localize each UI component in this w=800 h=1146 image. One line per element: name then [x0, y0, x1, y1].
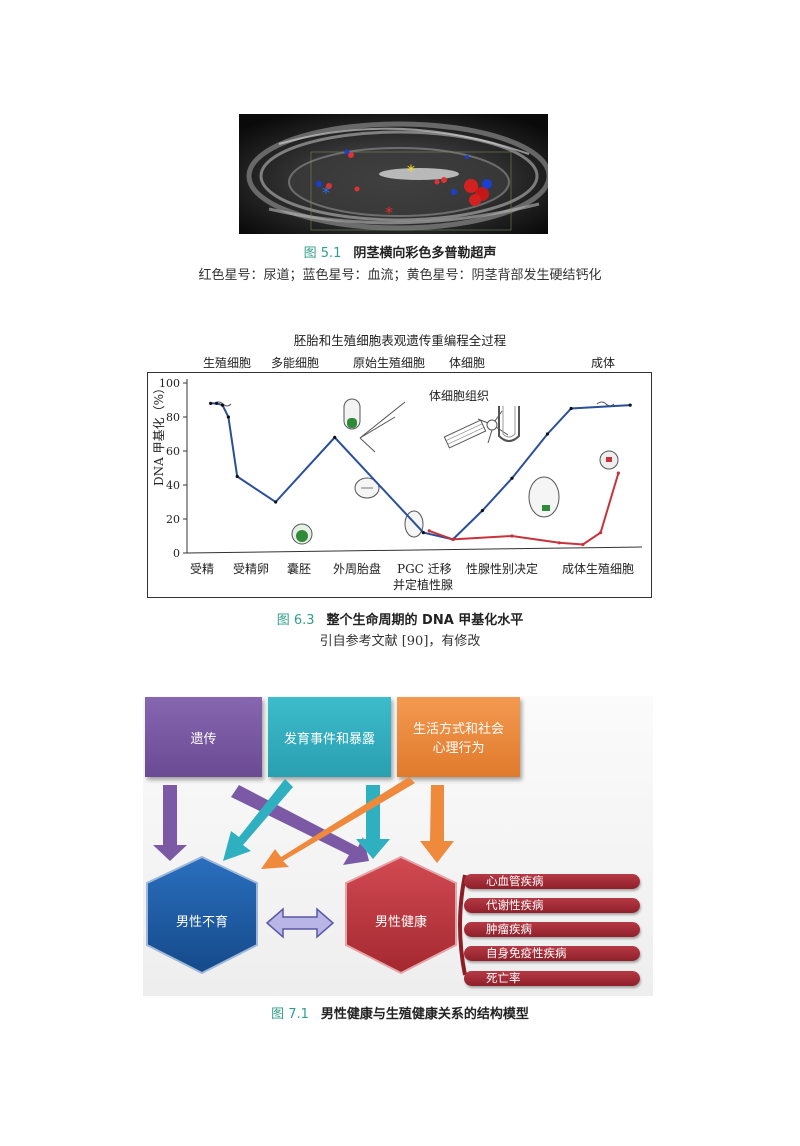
stage-label-pgc: 原始生殖细胞: [353, 354, 425, 371]
adult-germ-cell-icon: [600, 451, 618, 469]
data-point: [558, 541, 561, 544]
x-label-adult-germ: 成体生殖细胞: [562, 560, 634, 577]
data-point: [428, 529, 431, 532]
x-label-zygote: 受精卵: [233, 560, 269, 577]
data-point: [481, 509, 484, 512]
data-point: [599, 531, 602, 534]
data-point: [581, 543, 584, 546]
outcome-mortality: 死亡率: [464, 971, 640, 986]
data-point: [546, 432, 549, 435]
figure-5-1-legend: 红色星号：尿道；蓝色星号：血流；黄色星号：阴茎背部发生硬结钙化: [0, 264, 800, 283]
y-tick-label: 20: [166, 513, 180, 526]
outcome-cardiovascular: 心血管疾病: [464, 874, 640, 889]
muscle-tissue-icon: [444, 420, 485, 448]
outcome-metabolic: 代谢性疾病: [464, 898, 640, 913]
figure-6-3-caption: 图 6.3 整个生命周期的 DNA 甲基化水平: [0, 609, 800, 628]
caption-number: 图 7.1: [271, 1007, 309, 1022]
svg-text:*: *: [385, 203, 393, 222]
x-label-pgc-migration: PGC 迁移: [397, 560, 452, 577]
data-point: [629, 404, 632, 407]
double-arrow-icon: [267, 909, 333, 937]
data-point: [221, 404, 224, 407]
data-point: [510, 534, 513, 537]
outcome-tumor: 肿瘤疾病: [464, 922, 640, 937]
figure-7-1-caption: 图 7.1 男性健康与生殖健康关系的结构模型: [0, 1003, 800, 1022]
data-point: [209, 402, 212, 405]
svg-text:*: *: [407, 161, 415, 180]
y-tick-label: 0: [173, 547, 180, 560]
box-lifestyle: 生活方式和社会心理行为: [397, 697, 520, 777]
ultrasound-picture: * * *: [239, 114, 548, 234]
x-axis-line: [187, 547, 642, 553]
caption-number: 图 5.1: [304, 246, 342, 261]
caption-title: 整个生命周期的 DNA 甲基化水平: [327, 613, 524, 628]
hex-health-label: 男性健康: [342, 911, 460, 930]
blastocyst-icon: [292, 524, 312, 544]
data-point: [510, 477, 513, 480]
x-label-gonad-colonize: 并定植性腺: [393, 576, 453, 593]
somatic-tissue-label: 体细胞组织: [429, 389, 489, 403]
data-point: [236, 475, 239, 478]
chart-top-title: 胚胎和生殖细胞表观遗传重编程全过程: [0, 330, 800, 349]
data-point: [569, 407, 572, 410]
chart-illustrations: [214, 399, 618, 544]
caption-title: 男性健康与生殖健康关系的结构模型: [321, 1007, 529, 1022]
x-label-sex-determination: 性腺性别决定: [466, 560, 538, 577]
figure-6-3-source: 引自参考文献 [90]，有修改: [0, 630, 800, 649]
outcome-autoimmune: 自身免疫性疾病: [464, 946, 640, 961]
stage-label-pluripotent: 多能细胞: [271, 354, 319, 371]
data-point: [422, 531, 425, 534]
caption-number: 图 6.3: [277, 613, 315, 628]
embryo-tube-icon: [344, 399, 360, 429]
svg-text:*: *: [322, 183, 330, 202]
arrow-genetics-down: [153, 785, 187, 861]
data-point: [215, 402, 218, 405]
arrow-lifestyle-down: [420, 785, 454, 863]
x-label-placenta: 外周胎盘: [333, 560, 381, 577]
figure-5-1-caption: 图 5.1 阴茎横向彩色多普勒超声: [0, 242, 800, 261]
data-point: [227, 415, 230, 418]
data-point: [451, 538, 454, 541]
stage-label-adult: 成体: [591, 354, 615, 371]
x-label-fertilization: 受精: [190, 560, 214, 577]
data-point: [333, 436, 336, 439]
y-tick-label: 60: [166, 445, 180, 458]
box-development: 发育事件和暴露: [268, 697, 391, 777]
stage-label-germ-cell: 生殖细胞: [203, 354, 251, 371]
data-point: [274, 500, 277, 503]
hex-infertility-label: 男性不育: [143, 911, 261, 930]
y-tick-label: 40: [166, 479, 180, 492]
ultrasound-image: * * *: [239, 114, 548, 234]
data-point: [617, 472, 620, 475]
x-label-blastocyst: 囊胚: [287, 560, 311, 577]
fetus-icon: [529, 477, 559, 517]
y-tick-label: 80: [166, 411, 180, 424]
stage-label-somatic: 体细胞: [449, 354, 485, 371]
y-axis-label: DNA 甲基化（%）: [150, 466, 167, 486]
caption-title: 阴茎横向彩色多普勒超声: [353, 246, 496, 261]
box-genetics: 遗传: [145, 697, 262, 777]
